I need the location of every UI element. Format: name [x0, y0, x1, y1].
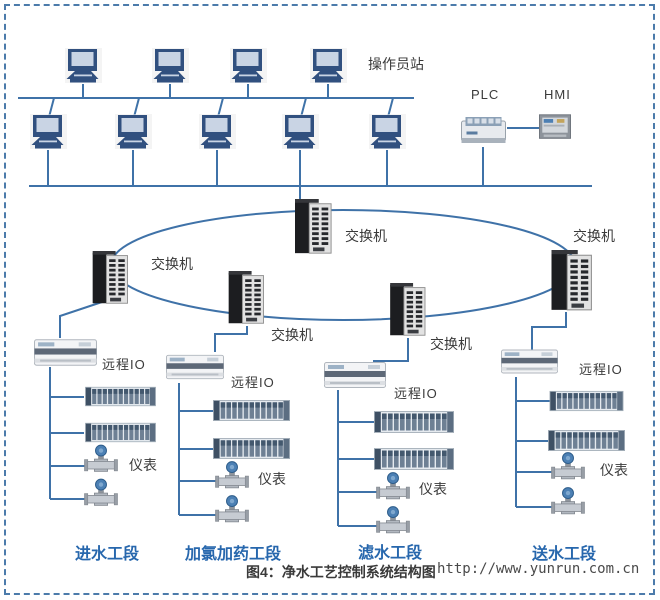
io-module-rack-icon	[374, 411, 454, 433]
ethernet-switch-icon	[294, 199, 332, 254]
switch-to-io-link-4	[531, 312, 567, 350]
instrument-label-1: 仪表	[129, 457, 157, 473]
hmi-panel-icon	[539, 114, 571, 139]
switch-label-far-right: 交换机	[573, 228, 615, 244]
desktop-computer-icon	[282, 114, 319, 149]
flow-meter-icon	[215, 495, 249, 523]
website-url: http://www.yunrun.com.cn	[437, 561, 640, 577]
pc-stub	[217, 97, 224, 118]
device-icons	[30, 48, 626, 534]
io-module-rack-icon	[374, 448, 454, 470]
ethernet-switch-icon	[92, 251, 128, 304]
io-module-rack-icon	[547, 429, 626, 452]
flow-meter-icon	[376, 506, 410, 534]
figure-caption: 图4：净水工艺控制系统结构图	[246, 564, 436, 580]
desktop-computer-icon	[369, 114, 406, 149]
ethernet-switch-icon	[228, 271, 264, 324]
desktop-computer-icon	[199, 114, 236, 149]
switch-to-io-link-3	[373, 338, 409, 365]
hmi-label: HMI	[544, 87, 571, 102]
desktop-computer-icon	[30, 114, 67, 149]
switch-label-middle: 交换机	[271, 327, 313, 343]
instrument-label-4: 仪表	[600, 462, 628, 478]
io-module-rack-icon	[212, 399, 291, 422]
flow-meter-icon	[551, 452, 585, 480]
switch-label-left: 交换机	[151, 256, 193, 272]
switch-label-right-middle: 交换机	[430, 336, 472, 352]
io-module-rack-icon	[84, 422, 157, 443]
ethernet-switch-icon	[550, 250, 592, 311]
pc-stub	[133, 97, 140, 118]
ethernet-switch-icon	[389, 283, 426, 336]
remote-io-module-icon	[166, 354, 224, 380]
io-module-rack-icon	[549, 390, 624, 412]
remote-io-module-icon	[324, 361, 386, 389]
section-label-water-intake: 进水工段	[75, 546, 140, 563]
flow-meter-icon	[84, 444, 118, 472]
desktop-computer-icon	[230, 48, 267, 83]
flow-meter-icon	[376, 472, 410, 500]
io-module-rack-icon	[212, 437, 291, 460]
pc-stub	[387, 97, 394, 118]
section-label-water-delivery: 送水工段	[532, 546, 597, 563]
instrument-label-3: 仪表	[419, 481, 447, 497]
desktop-computer-icon	[65, 48, 102, 83]
desktop-computer-icon	[152, 48, 189, 83]
flow-meter-icon	[215, 461, 249, 489]
io-module-rack-icon	[84, 386, 157, 407]
remote-io-label-2: 远程IO	[231, 375, 275, 390]
remote-io-module-icon	[34, 339, 97, 366]
network-lines	[18, 84, 592, 527]
flow-meter-icon	[551, 487, 585, 515]
desktop-computer-icon	[115, 114, 152, 149]
remote-io-label-3: 远程IO	[394, 386, 438, 401]
remote-io-module-icon	[501, 349, 558, 374]
plc-label: PLC	[471, 87, 500, 102]
switch-to-io-link-2	[214, 326, 248, 352]
section-label-filtration: 滤水工段	[358, 545, 423, 562]
section-label-chlorination-dosing: 加氯加药工段	[185, 546, 282, 563]
pc-stub	[300, 97, 307, 118]
switch-label-top: 交换机	[345, 228, 387, 244]
desktop-computer-icon	[310, 48, 347, 83]
switch-to-io-link-1	[59, 301, 103, 338]
instrument-label-2: 仪表	[258, 471, 286, 487]
flow-meter-icon	[84, 478, 118, 506]
remote-io-label-1: 远程IO	[102, 357, 146, 372]
plc-controller-icon	[460, 116, 507, 144]
pc-stub	[48, 97, 55, 118]
remote-io-label-4: 远程IO	[579, 362, 623, 377]
operator-station-label: 操作员站	[368, 56, 424, 72]
